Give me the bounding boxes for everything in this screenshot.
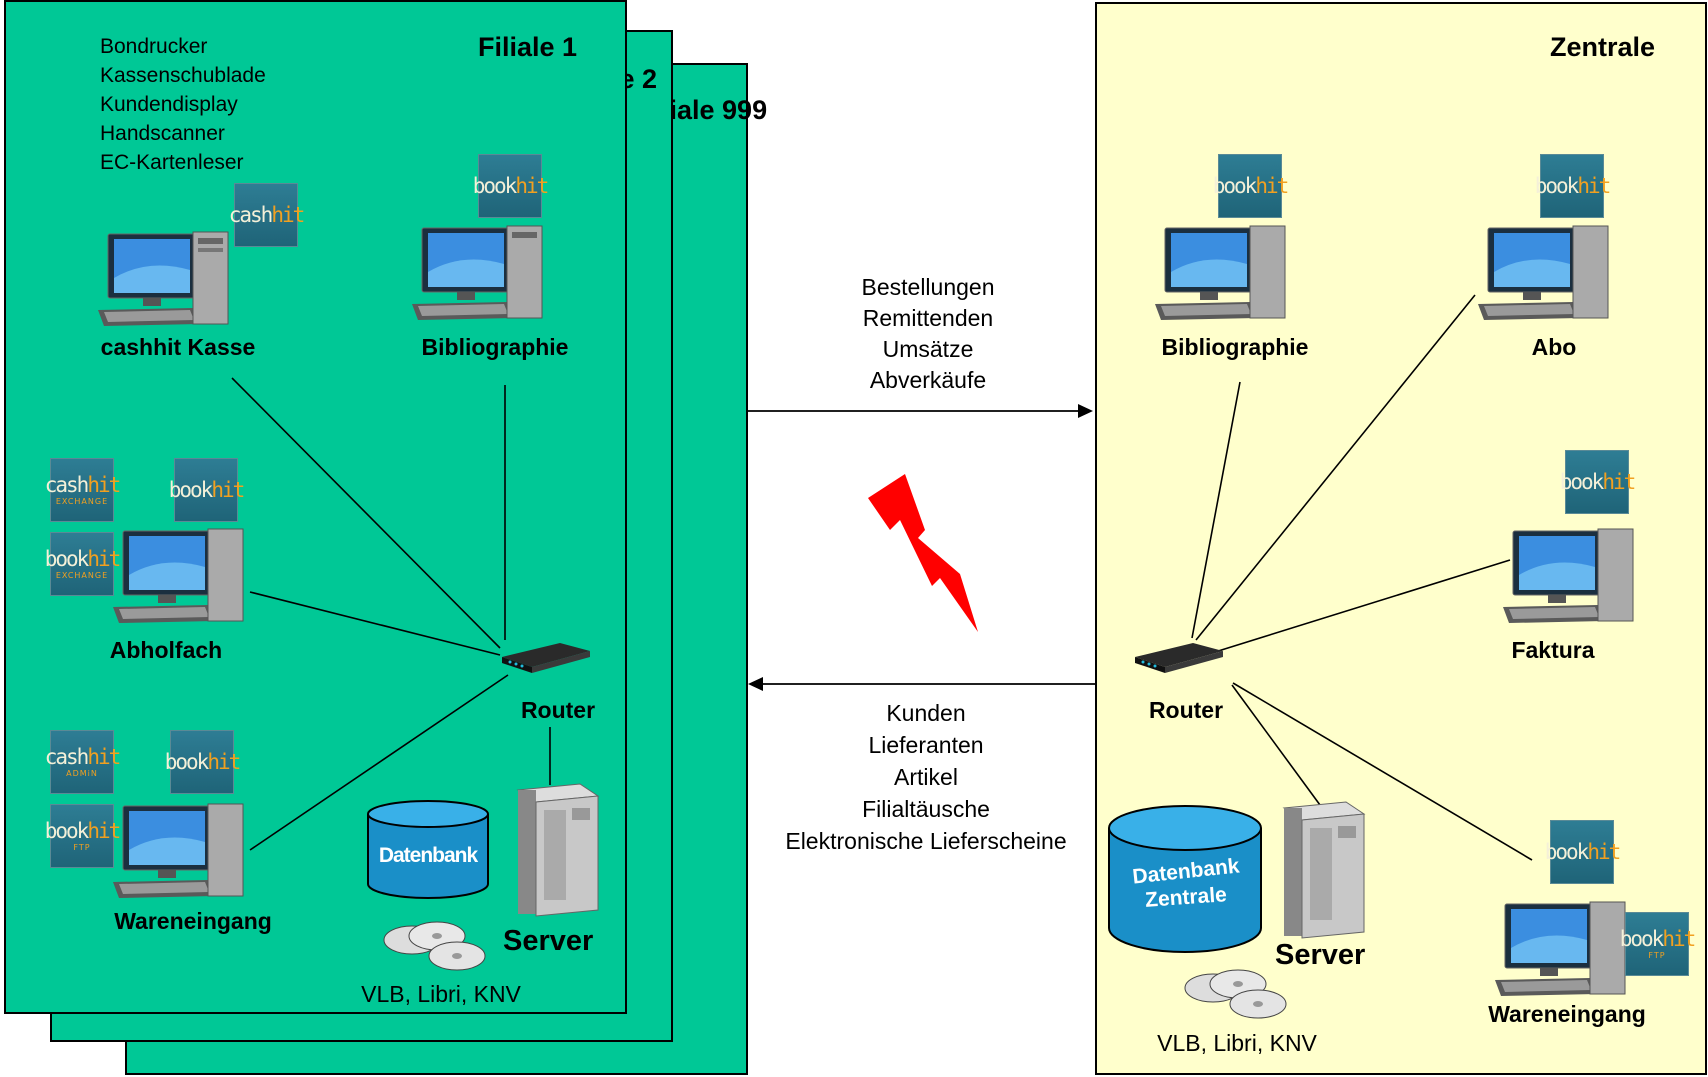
workstation-icon [98,231,229,326]
branch-cd-label: VLB, Libri, KNV [361,981,521,1007]
router-icon [502,643,590,673]
upload-data-list: Bestellungen Remittenden Umsätze Abverkä… [861,274,995,393]
central-router-label: Router [1148,697,1224,723]
central-db-label-2: Zentrale [1144,883,1228,912]
kasse-label: cashhit Kasse [100,334,256,360]
workstation-icon [1495,901,1626,996]
central-title: Zentrale [1550,32,1656,62]
cd-stack-icon [1184,969,1287,1019]
wareneingang-label: Wareneingang [114,908,272,934]
central-server-label: Server [1275,939,1366,971]
database-icon [1108,805,1262,953]
bookhit-logo-icon: bookhit [165,730,241,794]
router-icon [1135,643,1223,673]
bookhit-logo-icon: bookhit [1560,450,1636,514]
lightning-icon [868,474,978,632]
branch-router-label: Router [520,697,596,723]
bookhit-logo-icon: bookhit [1535,154,1611,218]
database-icon [367,800,489,899]
branch-1-title: Filiale 1 [478,32,578,63]
bookhit-logo-icon: bookhit [169,458,245,522]
central-biblio-label: Bibliographie [1161,334,1309,360]
workstation-icon [1478,225,1609,320]
abholfach-label: Abholfach [109,637,223,663]
branch-server-label: Server [503,925,594,957]
peripheral-list: Bondrucker Kassenschublade Kundendisplay… [100,35,266,174]
workstation-icon [113,528,244,623]
workstation-icon [113,803,244,898]
bookhit-logo-icon: bookhit [473,154,549,218]
branch-biblio-label: Bibliographie [421,334,569,360]
workstation-icon [1155,225,1286,320]
branch-db-label: Datenbank [378,844,478,867]
server-icon [516,783,600,917]
workstation-icon [412,225,543,320]
bookhit-logo-icon: bookhit [1545,820,1621,884]
abo-label: Abo [1531,334,1577,360]
faktura-label: Faktura [1511,637,1595,663]
central-cd-label: VLB, Libri, KNV [1157,1030,1317,1056]
server-icon [1282,801,1366,939]
workstation-icon [1503,528,1634,623]
download-data-list: Kunden Lieferanten Artikel Filialtäusche… [785,700,1067,854]
cd-stack-icon [383,921,486,971]
bookhit-logo-icon: bookhit [1213,154,1289,218]
central-wareneingang-label: Wareneingang [1488,1001,1646,1027]
cashhit-logo-icon: cashhit [229,183,305,247]
